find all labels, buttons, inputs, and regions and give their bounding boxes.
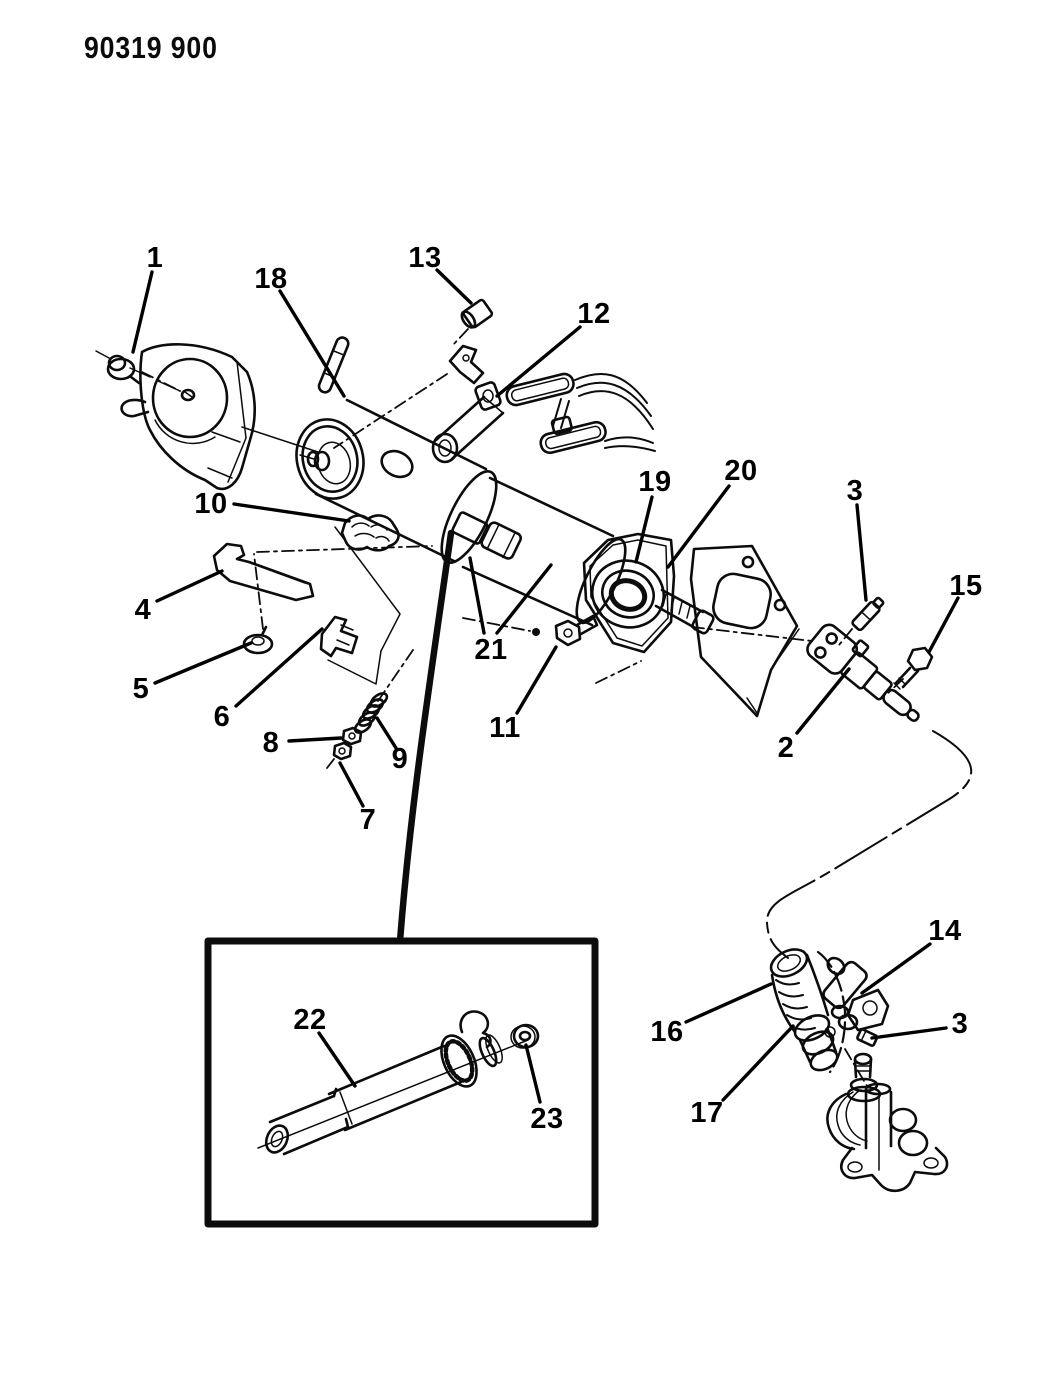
callout-leader-21 xyxy=(495,563,553,635)
callout-number-12-3: 12 xyxy=(577,298,610,330)
callout-leader-7 xyxy=(338,761,365,808)
lever-screw xyxy=(242,553,274,655)
callout-number-19-13: 19 xyxy=(638,466,671,498)
inset-detail-box xyxy=(204,529,599,1228)
figure-number: 90319 900 xyxy=(84,30,218,65)
callout-number-2-17: 2 xyxy=(778,732,795,764)
callout-leader-19 xyxy=(634,495,654,564)
key-cylinder-cap xyxy=(451,298,494,347)
callout-leader-16 xyxy=(684,982,773,1024)
cover-screw xyxy=(95,350,141,385)
callout-number-21-11: 21 xyxy=(474,634,507,666)
gasket-plate xyxy=(689,544,800,718)
shaft-washer xyxy=(510,1023,540,1049)
callout-leader-15 xyxy=(927,596,960,654)
callout-number-5-6: 5 xyxy=(133,673,150,705)
callout-layer: 1 18 13 12 10 4 5 68 97 21 11 19 20 3 15 2 16 17 14 3 22 23 xyxy=(131,242,982,1135)
callout-leader-8 xyxy=(287,736,343,743)
callout-number-3-15: 3 xyxy=(847,475,864,507)
callout-leader-13 xyxy=(435,268,473,305)
lock-cylinder xyxy=(241,373,505,464)
wiring-harness xyxy=(505,372,656,455)
intermediate-coupling xyxy=(806,623,920,722)
callout-leader-23 xyxy=(524,1043,542,1104)
callout-leader-6 xyxy=(234,627,324,708)
callout-number-9-9: 9 xyxy=(392,743,409,775)
hex-nut-upper xyxy=(341,726,363,746)
column-cover-shroud xyxy=(120,343,256,491)
lower-coupling-sleeve xyxy=(798,950,847,1074)
callout-leader-12 xyxy=(495,325,582,398)
callout-leader-22 xyxy=(317,1031,357,1088)
set-screw-upper xyxy=(851,596,885,632)
callout-leader-11 xyxy=(515,645,558,715)
callout-leader-17 xyxy=(721,1024,795,1102)
callout-number-14-20: 14 xyxy=(928,915,961,947)
shift-rod xyxy=(317,336,350,394)
callout-number-4-5: 4 xyxy=(135,594,152,626)
callout-number-7-10: 7 xyxy=(360,804,377,836)
callout-number-18-1: 18 xyxy=(254,263,287,295)
steering-gear xyxy=(826,1052,949,1193)
callout-leader-2 xyxy=(795,667,851,735)
steering-shaft-inset xyxy=(257,1010,529,1156)
lock-lever xyxy=(448,344,485,385)
callout-number-6-7: 6 xyxy=(214,701,231,733)
callout-leader-3 xyxy=(870,1026,948,1040)
hex-bolt xyxy=(554,614,599,647)
callout-number-11-12: 11 xyxy=(489,712,521,744)
callout-leader-9 xyxy=(375,716,398,750)
callout-number-8-8: 8 xyxy=(263,727,280,759)
callout-number-3-21: 3 xyxy=(952,1008,969,1040)
callout-number-22-22: 22 xyxy=(293,1004,326,1036)
callout-leader-5 xyxy=(153,641,253,685)
callout-number-16-18: 16 xyxy=(650,1016,683,1048)
callout-leader-4 xyxy=(155,569,224,603)
release-lever xyxy=(212,542,315,602)
callout-leader-3 xyxy=(855,503,868,602)
bearing-housing xyxy=(582,532,715,654)
callout-leader-21 xyxy=(468,556,486,635)
coupling-bolt xyxy=(893,646,934,690)
callout-number-23-23: 23 xyxy=(530,1103,563,1135)
callout-leader-14 xyxy=(860,942,932,995)
callout-number-15-16: 15 xyxy=(949,570,982,602)
callout-number-20-14: 20 xyxy=(724,455,757,487)
roll-pin xyxy=(856,1028,879,1047)
callout-leader-18 xyxy=(278,289,346,398)
coupling-body xyxy=(822,956,890,1032)
callout-leader-20 xyxy=(666,484,731,569)
callout-number-17-19: 17 xyxy=(690,1097,723,1129)
preload-spring xyxy=(353,692,389,734)
clamp-bracket xyxy=(319,615,359,658)
steering-wheel-hub xyxy=(295,418,365,500)
callout-leader-1 xyxy=(131,270,154,354)
hex-nut-lower xyxy=(326,741,353,769)
callout-number-13-2: 13 xyxy=(408,242,441,274)
callout-number-10-4: 10 xyxy=(194,488,227,520)
callout-leader-10 xyxy=(232,502,351,523)
callout-number-1-0: 1 xyxy=(147,242,164,274)
